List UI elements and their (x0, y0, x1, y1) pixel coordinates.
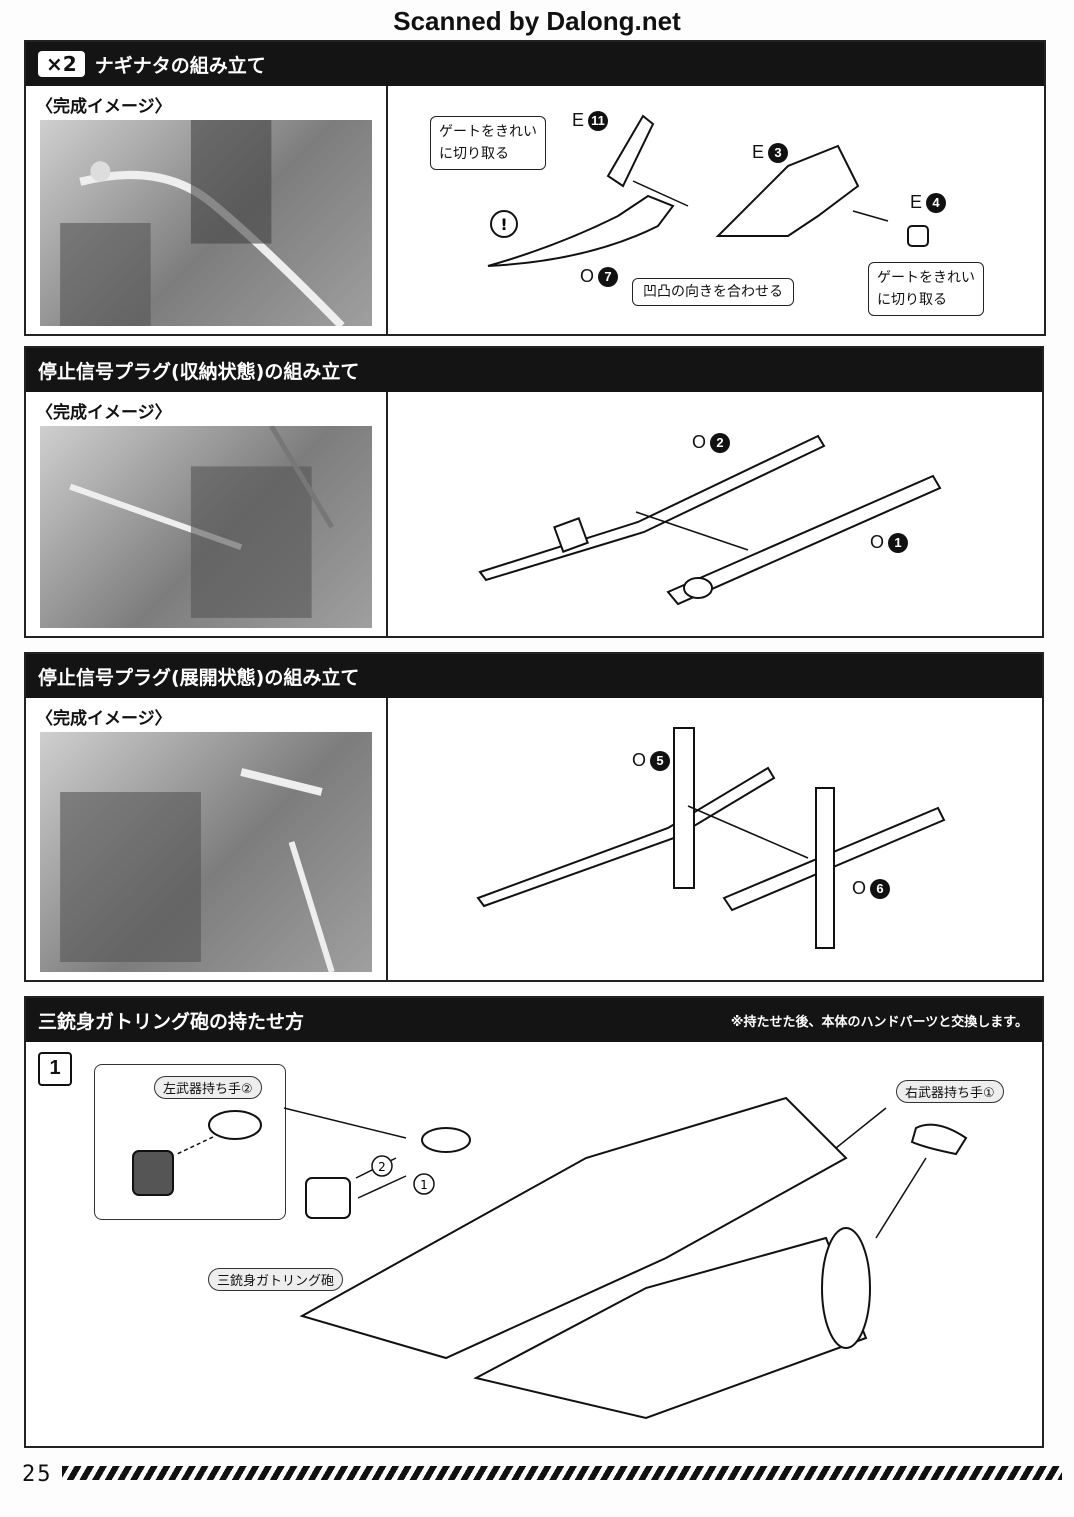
gate-callout-top: ゲートをきれい に切り取る (430, 116, 546, 170)
label-left-hand: 左武器持ち手② (154, 1076, 262, 1099)
part-number: 4 (926, 192, 947, 213)
part-number: 2 (710, 432, 731, 453)
gatling-assembly-drawing: 2 1 (283, 1096, 968, 1420)
section-header: ×2 ナギナタの組み立て (26, 42, 1044, 86)
section-header: 停止信号プラグ(収納状態)の組み立て (26, 348, 1042, 392)
plug-stored-parts-drawing (478, 434, 942, 606)
section-header: 三銃身ガトリング砲の持たせ方 ※持たせた後、本体のハンドパーツと交換します。 (26, 998, 1042, 1042)
part-letter: E (752, 142, 765, 162)
part-letter: O (852, 878, 867, 898)
completion-image-pane: 〈完成イメージ〉 (26, 392, 388, 636)
completion-photo (40, 120, 372, 329)
completion-image-label: 〈完成イメージ〉 (36, 704, 172, 729)
completion-photo (40, 732, 372, 973)
plug-deployed-parts-drawing (476, 727, 946, 949)
part-letter: O (692, 432, 707, 452)
section-title: 停止信号プラグ(展開状態)の組み立て (38, 666, 360, 689)
section-naginata: ×2 ナギナタの組み立て 〈完成イメージ〉 ゲートをきれい に切り取る ゲートを… (24, 40, 1046, 336)
part-letter: O (632, 750, 647, 770)
step-number: 1 (38, 1052, 72, 1086)
part-number: 7 (598, 266, 619, 287)
part-number: 6 (870, 878, 891, 899)
left-hand-inset-drawing (132, 1110, 262, 1196)
completion-image-pane: 〈完成イメージ〉 (26, 86, 388, 334)
quantity-badge: ×2 (38, 51, 85, 77)
part-letter: E (572, 110, 585, 130)
gate-callout-right: ゲートをきれい に切り取る (868, 262, 984, 316)
section-header: 停止信号プラグ(展開状態)の組み立て (26, 654, 1042, 698)
section-title: 三銃身ガトリング砲の持たせ方 (38, 1010, 305, 1033)
warning-mark: ! (500, 215, 507, 234)
label-gatling: 三銃身ガトリング砲 (208, 1268, 344, 1291)
part-letter: E (910, 192, 923, 212)
part-number: 1 (888, 532, 909, 553)
part-number: 11 (588, 110, 609, 131)
completion-image-label: 〈完成イメージ〉 (36, 398, 172, 423)
section-note: ※持たせた後、本体のハンドパーツと交換します。 (730, 1014, 1028, 1030)
completion-image-label: 〈完成イメージ〉 (36, 92, 172, 117)
order-marker-1: 1 (420, 1178, 428, 1192)
section-title: 停止信号プラグ(収納状態)の組み立て (38, 360, 360, 383)
part-number: 3 (768, 142, 789, 163)
order-marker-2: 2 (378, 1160, 386, 1174)
label-right-hand: 右武器持ち手① (896, 1080, 1004, 1103)
scan-credit: Scanned by Dalong.net (393, 6, 681, 36)
assembly-diagram-pane: ゲートをきれい に切り取る ゲートをきれい に切り取る 凹凸の向きを合わせる E… (388, 86, 1044, 334)
completion-photo (40, 424, 372, 628)
part-number: 5 (650, 750, 671, 771)
page-number: 25 (22, 1462, 53, 1487)
align-callout: 凹凸の向きを合わせる (632, 278, 794, 306)
section-title: ナギナタの組み立て (94, 54, 266, 77)
part-letter: O (870, 532, 885, 552)
footer-stripe (62, 1466, 1062, 1480)
naginata-parts-drawing: ! (487, 114, 929, 267)
part-letter: O (580, 266, 595, 286)
completion-image-pane: 〈完成イメージ〉 (26, 698, 388, 980)
section-gatling: 三銃身ガトリング砲の持たせ方 ※持たせた後、本体のハンドパーツと交換します。 1… (24, 996, 1044, 1448)
